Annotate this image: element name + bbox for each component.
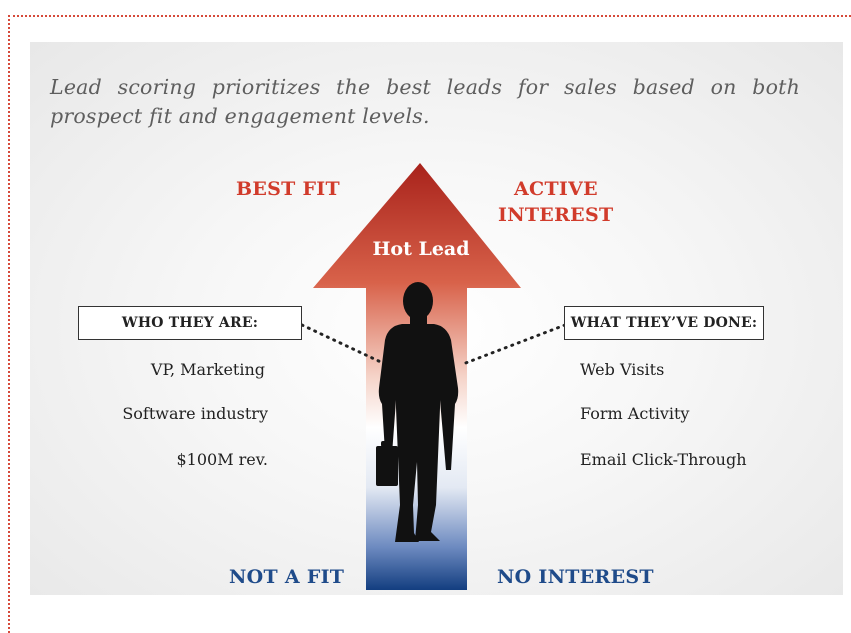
engagement-connector-line [461, 323, 567, 366]
fit-item-industry: Software industry [122, 404, 268, 423]
not-a-fit-label: NOT A FIT [229, 566, 345, 588]
best-fit-label: BEST FIT [236, 178, 340, 200]
dotted-frame-left [8, 15, 10, 633]
no-interest-label: NO INTEREST [497, 566, 654, 588]
person-silhouette-icon [376, 282, 459, 542]
engagement-item-web-visits: Web Visits [580, 360, 665, 379]
fit-title: WHO THEY ARE: [121, 315, 259, 331]
fit-item-role: VP, Marketing [150, 360, 265, 379]
fit-title-box: WHO THEY ARE: [78, 306, 302, 340]
engagement-item-form-activity: Form Activity [580, 404, 690, 423]
intro-text: Lead scoring prioritizes the best leads … [50, 73, 800, 131]
engagement-item-email-click: Email Click-Through [580, 450, 747, 469]
intro-line-1: Lead scoring prioritizes the best leads … [50, 75, 800, 99]
fit-item-revenue: $100M rev. [176, 450, 268, 469]
fit-connector-line [300, 323, 387, 366]
intro-line-2: prospect fit and engagement levels. [50, 104, 430, 128]
active-interest-line-1: ACTIVE [514, 178, 598, 200]
hot-lead-label: Hot Lead [372, 238, 470, 260]
engagement-title-box: WHAT THEY’VE DONE: [564, 306, 764, 340]
active-interest-line-2: INTEREST [498, 204, 614, 226]
engagement-title: WHAT THEY’VE DONE: [570, 315, 758, 331]
dotted-frame-top [8, 15, 851, 17]
active-interest-label: ACTIVE INTEREST [498, 176, 613, 228]
